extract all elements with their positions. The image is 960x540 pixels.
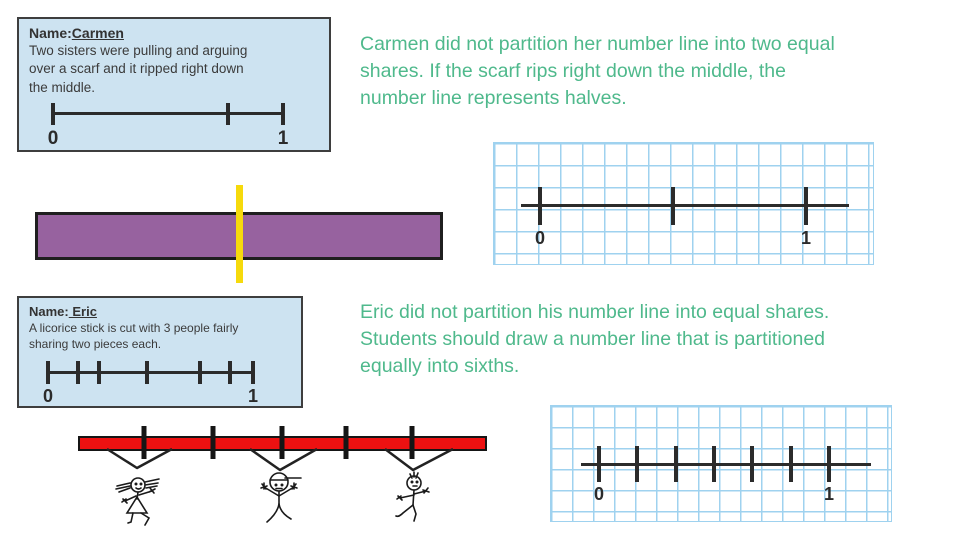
eric-card-title: Name: Eric <box>29 304 291 319</box>
one-label: 1 <box>823 484 835 504</box>
eric-card-body-text: A licorice stick is cut with 3 people fa… <box>29 321 239 352</box>
girl-stick-figure-icon <box>112 474 168 526</box>
tick-mark <box>210 426 216 459</box>
zero-label: 0 <box>42 386 54 406</box>
tick-mark <box>671 187 675 225</box>
tick-mark <box>141 426 147 459</box>
halves-grid-paper: 0 1 <box>493 142 874 265</box>
tick-mark <box>712 446 716 482</box>
tick-mark <box>343 426 349 459</box>
tick-mark <box>97 361 102 384</box>
carmen-number-line: 0 1 <box>48 103 288 149</box>
tick-mark <box>46 361 50 384</box>
licorice-bar <box>78 426 487 459</box>
zero-label: 0 <box>534 228 546 248</box>
sixths-grid-paper: 0 1 <box>550 405 892 522</box>
number-line-rule <box>48 371 253 374</box>
tick-mark <box>197 361 202 384</box>
student-name-carmen: Carmen <box>71 25 124 41</box>
sixths-number-line: 0 1 <box>581 446 871 504</box>
number-line-rule <box>581 463 871 466</box>
number-line-rule <box>53 112 283 115</box>
tick-mark <box>75 361 80 384</box>
one-label: 1 <box>800 228 812 248</box>
one-label: 1 <box>277 128 289 149</box>
eric-answer-card: Name: Eric A licorice stick is cut with … <box>17 296 303 408</box>
tick-mark <box>635 446 640 482</box>
share-brackets <box>78 447 487 473</box>
bracket-kid-share <box>384 447 454 472</box>
carmen-feedback-text: Carmen did not partition her number line… <box>360 33 835 109</box>
bracket-boy-share <box>249 447 318 472</box>
tick-mark <box>279 426 285 459</box>
tear-line <box>236 185 243 283</box>
name-label: Name: <box>29 304 69 319</box>
tick-mark <box>51 103 55 125</box>
tick-mark <box>673 446 678 482</box>
tick-mark <box>225 103 230 125</box>
carmen-card-body-text: Two sisters were pulling and arguing ove… <box>29 43 248 95</box>
eric-number-line: 0 1 <box>43 361 258 406</box>
boy-stick-figure-icon <box>254 468 306 526</box>
tick-mark <box>281 103 285 125</box>
carmen-card-title: Name:Carmen <box>29 25 319 41</box>
halves-number-line: 0 1 <box>521 187 849 248</box>
kid-stick-figure-icon <box>392 470 436 522</box>
name-label: Name: <box>29 25 72 41</box>
bracket-girl-share <box>106 447 173 470</box>
tick-mark <box>597 446 601 482</box>
carmen-answer-card: Name:Carmen Two sisters were pulling and… <box>17 17 331 152</box>
eric-feedback-text: Eric did not partition his number line i… <box>360 301 830 377</box>
tick-mark <box>228 361 233 384</box>
tick-mark <box>538 187 542 225</box>
zero-label: 0 <box>47 128 59 149</box>
student-name-eric: Eric <box>68 304 97 319</box>
one-label: 1 <box>247 386 259 406</box>
tick-mark <box>145 361 149 384</box>
tick-mark <box>827 446 831 482</box>
tick-mark <box>251 361 255 384</box>
tick-mark <box>788 446 793 482</box>
tick-mark <box>409 426 415 459</box>
number-line-rule <box>521 204 849 207</box>
tick-mark <box>804 187 808 225</box>
tick-mark <box>750 446 755 482</box>
zero-label: 0 <box>593 484 605 504</box>
